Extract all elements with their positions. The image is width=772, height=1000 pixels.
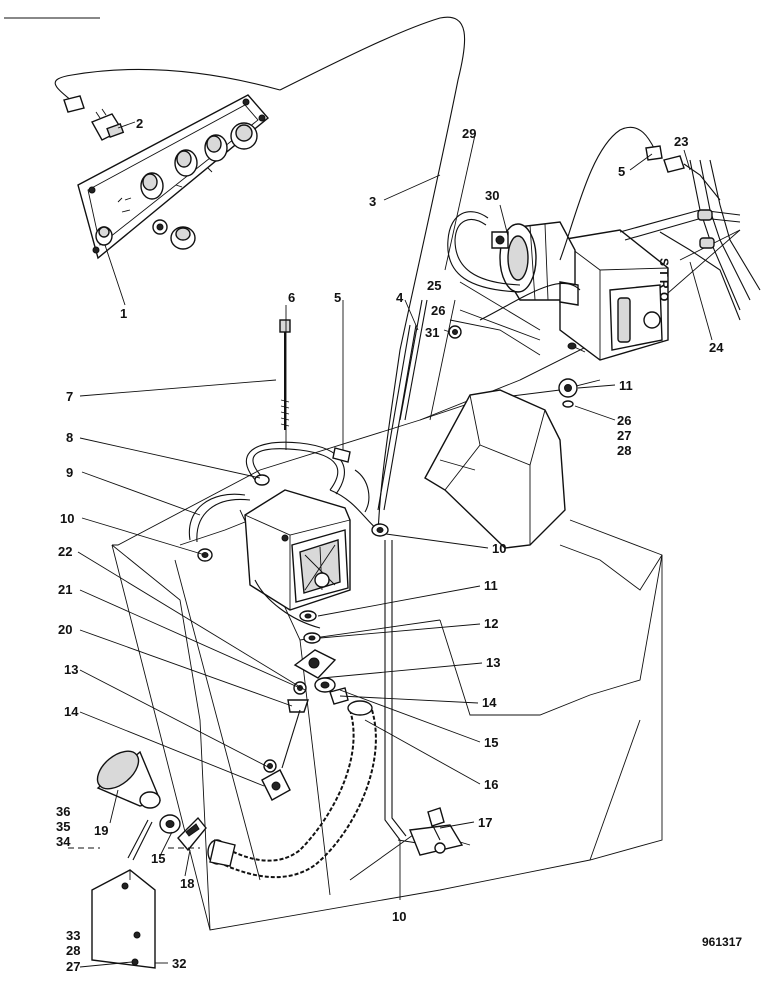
air-duct [424,389,566,549]
callout-4: 4 [396,290,404,305]
pipe-bundle [619,159,761,321]
callout-35: 35 [56,819,70,834]
clamp-13 [314,677,336,693]
leader-lines [77,121,713,968]
callout-13-left: 13 [64,662,78,677]
callout-26-upper: 26 [431,303,445,318]
push-button [230,122,258,150]
bracket-22 [293,649,337,679]
callout-labels: 1 2 3 4 5 5 6 7 8 9 10 10 10 11 11 12 13… [56,116,724,974]
upper-heater-motor [499,221,579,306]
tube-end [127,819,153,861]
nut-11-upper [558,378,578,398]
callout-12: 12 [484,616,498,631]
callout-3: 3 [369,194,376,209]
callout-2: 2 [136,116,143,131]
washer-26-upper [562,400,574,408]
clip-14 [329,687,349,705]
upper-bolt [491,231,509,249]
callout-10-left: 10 [60,511,74,526]
callout-23: 23 [674,134,688,149]
callout-33: 33 [66,928,80,943]
callout-1: 1 [120,306,127,321]
callout-19: 19 [94,823,108,838]
washer-11-lower [299,610,317,622]
defrost-nozzle [96,750,161,809]
callout-11-upper: 11 [619,378,633,393]
callout-21: 21 [58,582,72,597]
tap-valve-17 [409,807,464,856]
rotary-knob-2 [174,149,198,177]
switch-wire [54,69,281,113]
control-cable [279,16,466,536]
washer-12 [303,632,321,644]
callout-27-right: 27 [617,428,631,443]
callout-5: 5 [334,290,341,305]
callout-31: 31 [425,325,439,340]
callout-28-right: 28 [617,443,631,458]
panel-nut [152,219,168,235]
callout-17: 17 [478,815,492,830]
callout-29: 29 [462,126,476,141]
loose-knob [170,226,196,250]
hose-clip-8 [254,474,270,486]
callout-27-plate: 27 [66,959,80,974]
callout-6: 6 [288,290,295,305]
connector-5-top [663,155,721,201]
callout-24: 24 [709,340,724,355]
callout-18: 18 [180,876,194,891]
rotary-knob-3 [204,134,228,162]
callout-10-bottom: 10 [392,909,406,924]
strap-bolt [281,709,301,769]
wire-connector-5 [332,447,351,463]
heater-label-text: S T R O [657,258,671,301]
upper-wire [479,126,663,321]
callout-26-lower: 26 [617,413,631,428]
callout-34: 34 [56,834,71,849]
flexible-duct-hose [207,700,377,879]
callout-5-top: 5 [618,164,625,179]
callout-7: 7 [66,389,73,404]
callout-32: 32 [172,956,186,971]
callout-36: 36 [56,804,70,819]
callout-20: 20 [58,622,72,637]
clip-20 [287,699,309,713]
heater-pipe-lower [384,540,431,846]
bracket-14-lower [261,769,291,801]
callout-30: 30 [485,188,499,203]
bolt-7 [279,319,291,430]
callout-16: 16 [484,777,498,792]
drawing-reference-number: 961317 [702,935,742,949]
mounting-plate [91,869,156,969]
washer-31 [448,325,462,339]
callout-28-plate: 28 [66,943,80,958]
small-knob [95,226,113,246]
control-rod [377,299,428,511]
rotary-knob-1 [140,172,164,200]
toggle-switch [91,108,125,141]
callout-22: 22 [58,544,72,559]
main-heater-unit [244,489,351,611]
callout-14-left: 14 [64,704,79,719]
upper-hose [447,211,521,293]
callout-15-right: 15 [484,735,498,750]
callout-8: 8 [66,430,73,445]
callout-14-right: 14 [482,695,497,710]
clamp-18 [177,816,207,852]
callout-25: 25 [427,278,441,293]
hose-clip-10-right [371,523,389,537]
callout-10-right: 10 [492,541,506,556]
heater-hoses [188,441,379,629]
callout-11-lower: 11 [484,578,498,593]
callout-15-left: 15 [151,851,165,866]
switch-panel [77,94,270,260]
callout-9: 9 [66,465,73,480]
callout-13-right: 13 [486,655,500,670]
hose-clip-15 [159,814,181,834]
